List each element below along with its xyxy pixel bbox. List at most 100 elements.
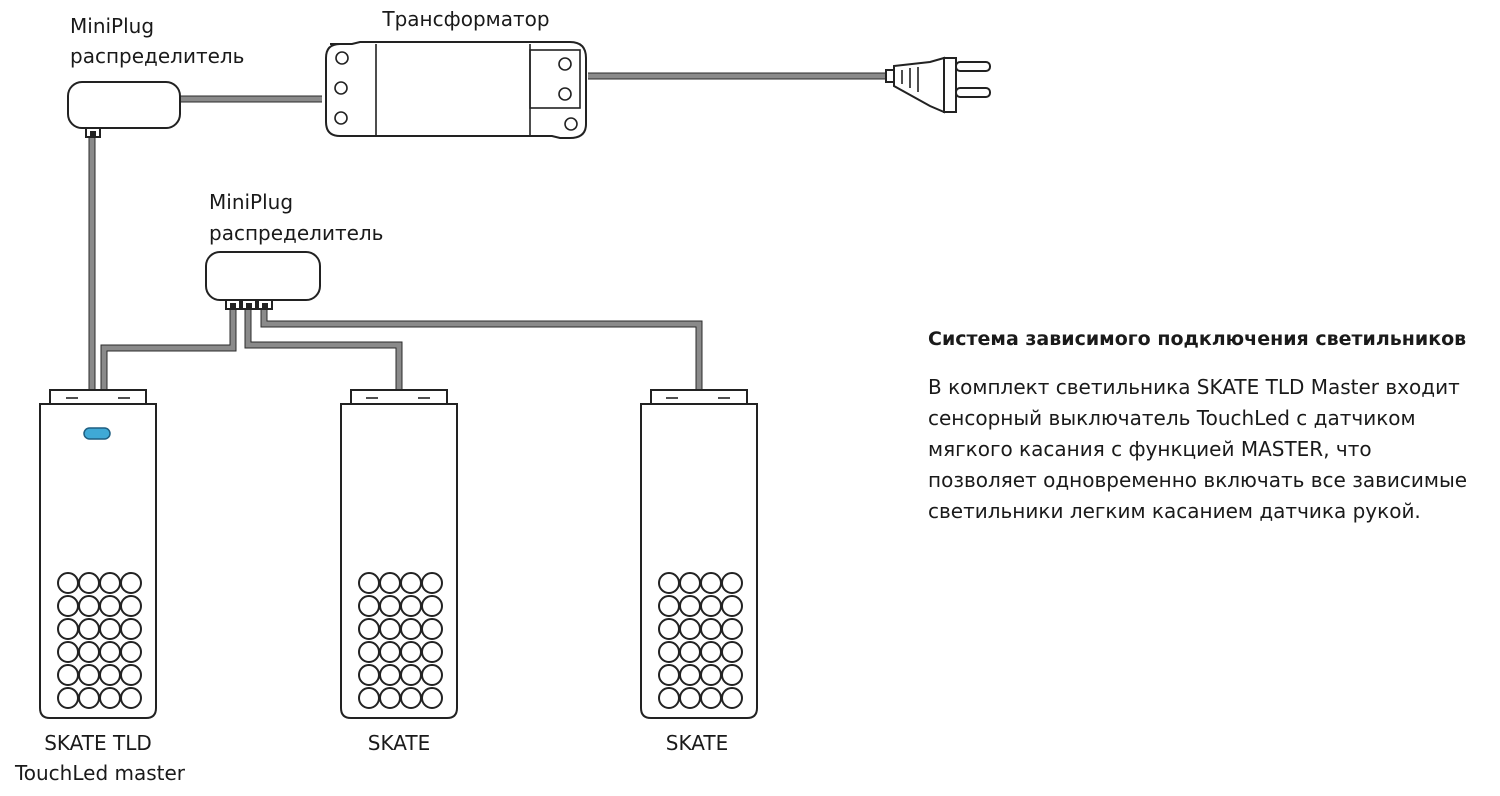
led-hole <box>721 618 743 640</box>
splitter-mid-label-line1: MiniPlug <box>209 190 293 214</box>
led-hole <box>120 641 142 663</box>
led-hole <box>57 664 79 686</box>
description-line: сенсорный выключатель TouchLed с датчико… <box>928 406 1416 430</box>
led-hole <box>679 664 701 686</box>
led-hole <box>358 687 380 709</box>
lamp-3-grille <box>658 572 743 709</box>
led-hole <box>658 641 680 663</box>
led-hole <box>400 595 422 617</box>
led-hole <box>120 572 142 594</box>
description-line: светильники легким касанием датчика руко… <box>928 499 1421 523</box>
lamp-skate-tld-master <box>39 389 157 719</box>
led-hole <box>358 595 380 617</box>
led-hole <box>679 595 701 617</box>
led-hole <box>57 572 79 594</box>
led-hole <box>700 595 722 617</box>
power-plug <box>885 56 991 114</box>
led-hole <box>358 618 380 640</box>
led-hole <box>421 572 443 594</box>
lamp-2-grille <box>358 572 443 709</box>
description-line: В комплект светильника SKATE TLD Master … <box>928 375 1460 399</box>
splitter-top-label-line2: распределитель <box>70 44 244 68</box>
led-hole <box>78 572 100 594</box>
description-line: позволяет одновременно включать все зави… <box>928 468 1468 492</box>
led-hole <box>679 618 701 640</box>
led-hole <box>700 664 722 686</box>
led-hole <box>679 572 701 594</box>
touch-sensor-icon <box>83 427 111 440</box>
led-hole <box>421 595 443 617</box>
cable-mid-lamp2 <box>244 306 403 390</box>
led-hole <box>78 664 100 686</box>
led-hole <box>57 595 79 617</box>
lamp-master-label-line1: SKATE TLD <box>44 731 152 755</box>
led-hole <box>721 595 743 617</box>
led-hole <box>99 595 121 617</box>
led-hole <box>421 618 443 640</box>
led-hole <box>400 641 422 663</box>
led-hole <box>421 641 443 663</box>
lamp-master-grille <box>57 572 142 709</box>
led-hole <box>658 664 680 686</box>
led-hole <box>700 641 722 663</box>
description-line: мягкого касания с функцией MASTER, что <box>928 437 1372 461</box>
lamp-skate-3 <box>640 389 758 719</box>
led-hole <box>379 664 401 686</box>
led-hole <box>721 572 743 594</box>
led-hole <box>421 687 443 709</box>
led-hole <box>400 572 422 594</box>
led-hole <box>379 641 401 663</box>
led-hole <box>700 572 722 594</box>
led-hole <box>358 572 380 594</box>
led-hole <box>120 664 142 686</box>
led-hole <box>679 687 701 709</box>
transformer <box>325 41 587 139</box>
led-hole <box>721 641 743 663</box>
transformer-label: Трансформатор <box>381 7 549 31</box>
led-hole <box>78 618 100 640</box>
lamp-2-label: SKATE <box>368 731 430 755</box>
led-hole <box>358 664 380 686</box>
led-hole <box>400 664 422 686</box>
led-hole <box>379 618 401 640</box>
cables <box>88 72 892 390</box>
led-hole <box>99 641 121 663</box>
led-hole <box>379 687 401 709</box>
led-hole <box>400 618 422 640</box>
led-hole <box>379 572 401 594</box>
led-hole <box>120 618 142 640</box>
led-hole <box>120 595 142 617</box>
lamp-skate-2 <box>340 389 458 719</box>
led-hole <box>78 595 100 617</box>
led-hole <box>700 618 722 640</box>
led-hole <box>99 618 121 640</box>
miniplug-splitter-top <box>67 81 181 138</box>
led-hole <box>721 664 743 686</box>
led-hole <box>700 687 722 709</box>
led-hole <box>658 687 680 709</box>
led-hole <box>120 687 142 709</box>
led-hole <box>78 641 100 663</box>
led-hole <box>679 641 701 663</box>
led-hole <box>721 687 743 709</box>
led-hole <box>379 595 401 617</box>
led-hole <box>99 687 121 709</box>
description-text: В комплект светильника SKATE TLD Master … <box>928 372 1488 527</box>
led-hole <box>658 595 680 617</box>
led-hole <box>57 641 79 663</box>
led-hole <box>658 572 680 594</box>
lamp-3-label: SKATE <box>666 731 728 755</box>
description-title: Система зависимого подключения светильни… <box>928 328 1467 350</box>
led-hole <box>78 687 100 709</box>
led-hole <box>57 618 79 640</box>
description-block: Система зависимого подключения светильни… <box>928 328 1488 527</box>
led-hole <box>99 572 121 594</box>
led-hole <box>57 687 79 709</box>
splitter-mid-label-line2: распределитель <box>209 221 383 245</box>
led-hole <box>658 618 680 640</box>
miniplug-splitter-mid <box>205 251 321 310</box>
led-hole <box>400 687 422 709</box>
led-hole <box>99 664 121 686</box>
led-hole <box>421 664 443 686</box>
